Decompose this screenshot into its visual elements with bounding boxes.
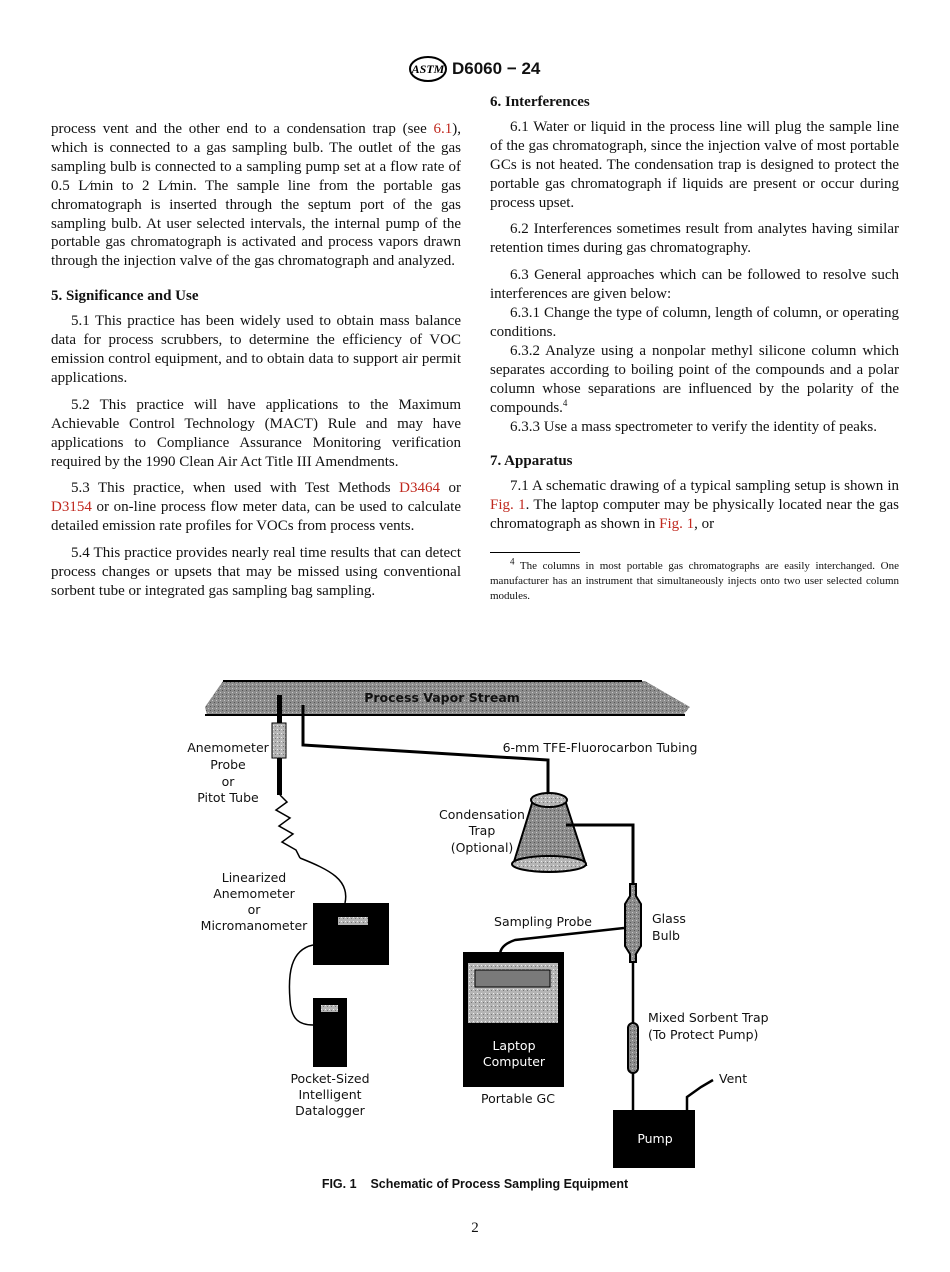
section-heading: 6. Interferences bbox=[490, 94, 590, 110]
text-run: ), which is connected to a gas sampling … bbox=[51, 121, 461, 270]
page-header: ASTM D6060 − 24 bbox=[408, 56, 540, 82]
svg-text:ASTM: ASTM bbox=[411, 62, 445, 76]
paragraph: 6.2 Interferences sometimes result from … bbox=[490, 220, 899, 258]
text-run: , or bbox=[694, 516, 715, 533]
pump bbox=[613, 1110, 695, 1168]
section-heading: 7. Apparatus bbox=[490, 453, 573, 470]
condensation-trap bbox=[511, 792, 588, 873]
right-column: 6. Interferences 6.1 Water or liquid in t… bbox=[490, 93, 899, 612]
footnote-text: The columns in most portable gas chromat… bbox=[490, 560, 899, 603]
text-run: 7.1 A schematic drawing of a typical sam… bbox=[510, 478, 899, 495]
sampling-probe-label: Sampling Probe bbox=[494, 914, 592, 929]
pump-label: Pump bbox=[637, 1131, 672, 1146]
section-heading: 5. Significance and Use bbox=[51, 288, 199, 305]
paragraph: 6.3.1 Change the type of column, length … bbox=[490, 304, 899, 342]
text-run: 5.2 This practice will have applications… bbox=[51, 396, 461, 470]
page-number: 2 bbox=[471, 1220, 479, 1236]
paragraph: 5.3 This practice, when used with Test M… bbox=[51, 479, 461, 536]
cross-reference-link[interactable]: Fig. 1 bbox=[490, 497, 526, 514]
text-run: or on-line process flow meter data, can … bbox=[51, 499, 461, 535]
portable-gc-label: Portable GC bbox=[481, 1091, 555, 1106]
paragraph: 7.1 A schematic drawing of a typical sam… bbox=[490, 477, 899, 534]
glass-bulb bbox=[624, 883, 642, 963]
cross-reference-link[interactable]: 6.1 bbox=[433, 121, 453, 137]
text-run: 6.2 Interferences sometimes result from … bbox=[490, 221, 899, 257]
footnote-mark: 4 bbox=[510, 556, 515, 567]
footnote-ref[interactable]: 4 bbox=[562, 397, 568, 408]
text-run: 5.4 This practice provides nearly real t… bbox=[51, 545, 461, 599]
cross-reference-link[interactable]: D3154 bbox=[51, 499, 92, 516]
cross-reference-link[interactable]: Fig. 1 bbox=[659, 516, 695, 533]
paragraph: process vent and the other end to a cond… bbox=[51, 120, 461, 271]
tfe-tubing bbox=[301, 705, 550, 795]
text-run: process vent and the other end to a cond… bbox=[51, 121, 434, 137]
sorbent-trap-label: Mixed Sorbent Trap(To Protect Pump) bbox=[648, 1010, 769, 1042]
footnote-rule bbox=[490, 552, 580, 554]
text-run: or bbox=[439, 480, 461, 497]
text-run: 5.1 This practice has been widely used t… bbox=[51, 313, 461, 386]
document-designation: D6060 − 24 bbox=[452, 59, 541, 78]
paragraph: 6.1 Water or liquid in the process line … bbox=[490, 118, 899, 213]
text-run: 6.3.2 Analyze using a nonpolar methyl si… bbox=[490, 342, 899, 416]
text-run: 6.3.3 Use a mass spectrometer to verify … bbox=[510, 418, 877, 435]
mixed-sorbent-trap bbox=[627, 1022, 639, 1074]
micromanometer bbox=[313, 903, 389, 965]
tubing-label: 6-mm TFE-Fluorocarbon Tubing bbox=[503, 740, 698, 755]
footnote: 4 The columns in most portable gas chrom… bbox=[490, 556, 899, 604]
paragraph: 6.3 General approaches which can be foll… bbox=[490, 266, 899, 304]
paragraph: 5.1 This practice has been widely used t… bbox=[51, 312, 461, 388]
anemometer-probe bbox=[271, 695, 347, 904]
figure-caption: FIG. 1 Schematic of Process Sampling Equ… bbox=[321, 1177, 629, 1191]
cross-reference-link[interactable]: D3464 bbox=[399, 480, 440, 497]
vent-label: Vent bbox=[719, 1071, 747, 1086]
paragraph: 5.2 This practice will have applications… bbox=[51, 396, 461, 472]
paragraph: 6.3.2 Analyze using a nonpolar methyl si… bbox=[490, 342, 899, 418]
left-column: process vent and the other end to a cond… bbox=[51, 120, 461, 609]
text-run: . The laptop computer may be physically … bbox=[490, 497, 900, 533]
stream-label: Process Vapor Stream bbox=[364, 690, 520, 705]
text-run: 5.3 This practice, when used with Test M… bbox=[71, 480, 400, 497]
process-vapor-stream bbox=[205, 681, 690, 715]
text-run: 6.3.1 Change the type of column, length … bbox=[490, 305, 899, 340]
paragraph: 5.4 This practice provides nearly real t… bbox=[51, 544, 461, 601]
text-run: 6.1 Water or liquid in the process line … bbox=[490, 118, 899, 211]
text-run: 6.3 General approaches which can be foll… bbox=[490, 267, 899, 303]
paragraph: 6.3.3 Use a mass spectrometer to verify … bbox=[490, 418, 899, 437]
astm-logo-icon: ASTM bbox=[409, 56, 447, 82]
